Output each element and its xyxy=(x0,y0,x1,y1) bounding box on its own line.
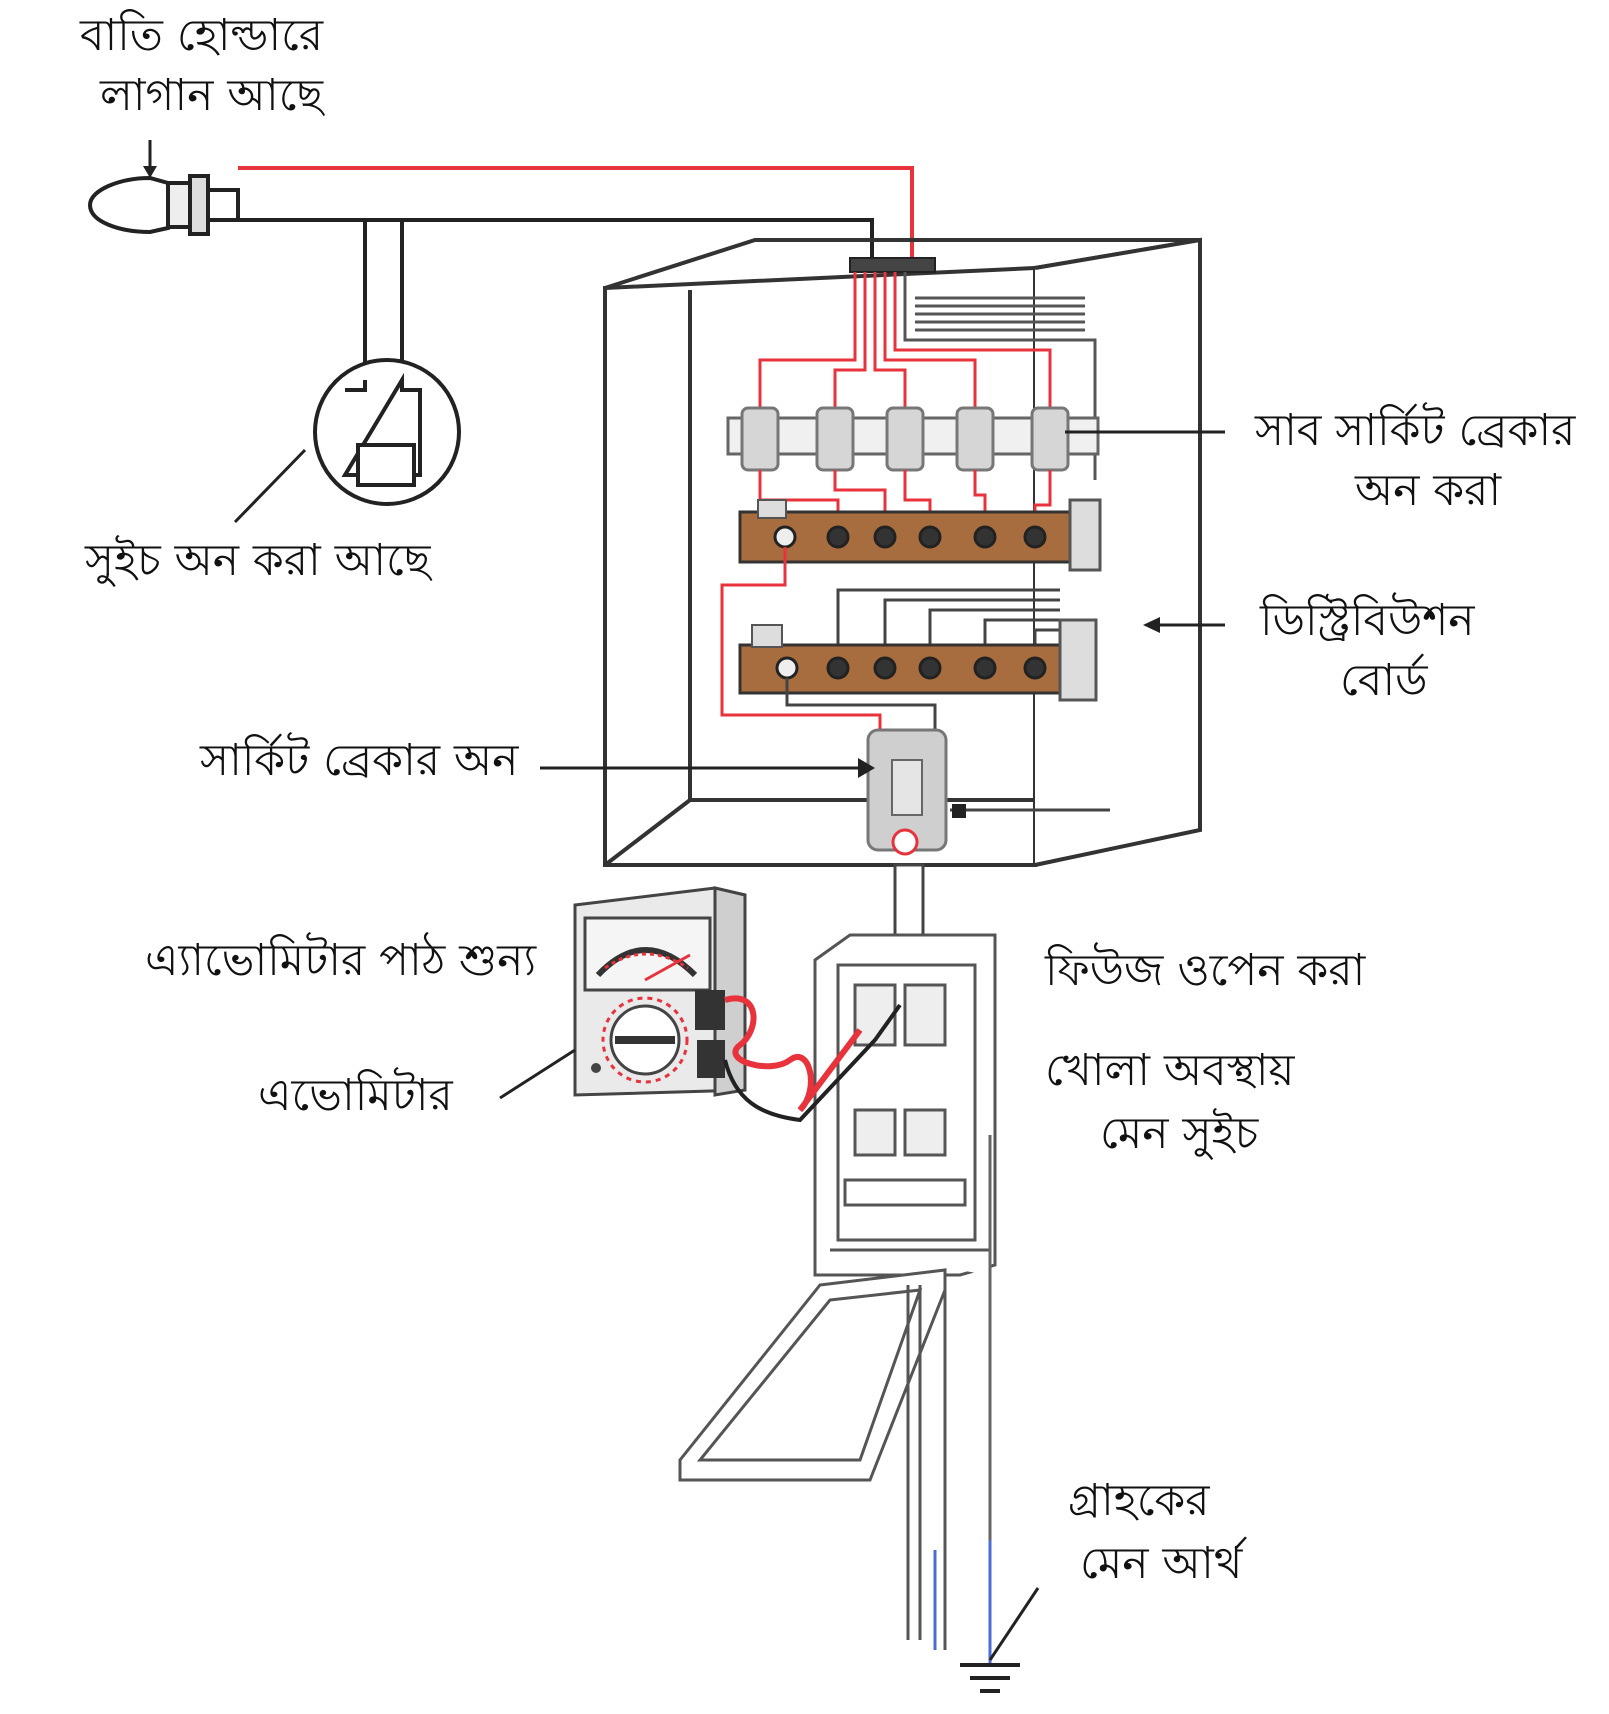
main-circuit-breaker xyxy=(866,728,948,856)
main-switch-cover xyxy=(678,1268,947,1482)
earth-ground-icon xyxy=(960,1663,1020,1693)
distribution-board-label-line2: বোর্ড xyxy=(1340,653,1428,706)
board-leader-arrowhead xyxy=(1143,617,1160,633)
fuse-open-label: ফিউজ ওপেন করা xyxy=(1044,942,1367,996)
neutral-wire-top xyxy=(238,218,874,262)
circuit-breaker-on-label: সার্কিট ব্রেকার অন xyxy=(199,732,519,786)
sub-circuit-breakers xyxy=(740,406,1070,472)
live-wire-top xyxy=(238,166,914,262)
sub-breaker-5 xyxy=(1030,406,1070,472)
lamp-holder-label-line2: লাগান আছে xyxy=(99,70,325,121)
main-switch-label-line1: খোলা অবস্থায় xyxy=(1045,1045,1296,1096)
service-wires xyxy=(906,1285,947,1650)
entry-gland xyxy=(849,257,936,273)
bulb-icon xyxy=(87,174,240,236)
lamp-holder-label-line1: বাতি হোল্ডারে xyxy=(79,9,324,61)
sub-breaker-1 xyxy=(740,406,780,472)
switch-leader-line xyxy=(233,448,307,524)
probe-lead-red xyxy=(724,995,863,1113)
main-switch-label-line2: মেন সুইচ xyxy=(1100,1108,1259,1159)
avometer-label: এভোমিটার xyxy=(258,1067,453,1121)
avometer xyxy=(573,886,747,1097)
feed-wire-neutral xyxy=(785,678,937,740)
feed-wire-red xyxy=(720,547,882,740)
sub-breaker-4 xyxy=(955,406,995,472)
earth-leader-line xyxy=(988,1587,1040,1661)
switch-icon xyxy=(313,358,461,506)
meter-dial-icon xyxy=(595,947,698,982)
sub-breaker-label-line1: সাব সার্কিট ব্রেকার xyxy=(1254,402,1576,456)
main-earth-label-line1: গ্রাহকের xyxy=(1068,1475,1210,1526)
switch-on-label: সুইচ অন করা আছে xyxy=(84,535,433,586)
busbar-upper xyxy=(738,498,1102,572)
earth-terminal xyxy=(952,804,966,818)
busbar-lower xyxy=(738,618,1098,702)
distribution-board-label-line1: ডিস্ট্রিবিউশন xyxy=(1259,592,1475,646)
sub-breaker-label-line2: অন করা xyxy=(1354,465,1502,516)
breaker-leader-arrowhead xyxy=(858,758,875,778)
wire-bundle xyxy=(758,272,1097,480)
sub-breaker-2 xyxy=(815,406,855,472)
sub-breaker-3 xyxy=(885,406,925,472)
probe-lead-black xyxy=(723,1003,902,1123)
main-switch-unit xyxy=(813,933,997,1277)
avometer-leader-line xyxy=(499,1048,576,1100)
main-earth-label-line2: মেন আর্থ xyxy=(1080,1536,1248,1589)
avometer-reading-label: এ্যাভোমিটার পাঠ শুন্য xyxy=(145,932,537,986)
lamp-arrowhead xyxy=(143,166,157,178)
